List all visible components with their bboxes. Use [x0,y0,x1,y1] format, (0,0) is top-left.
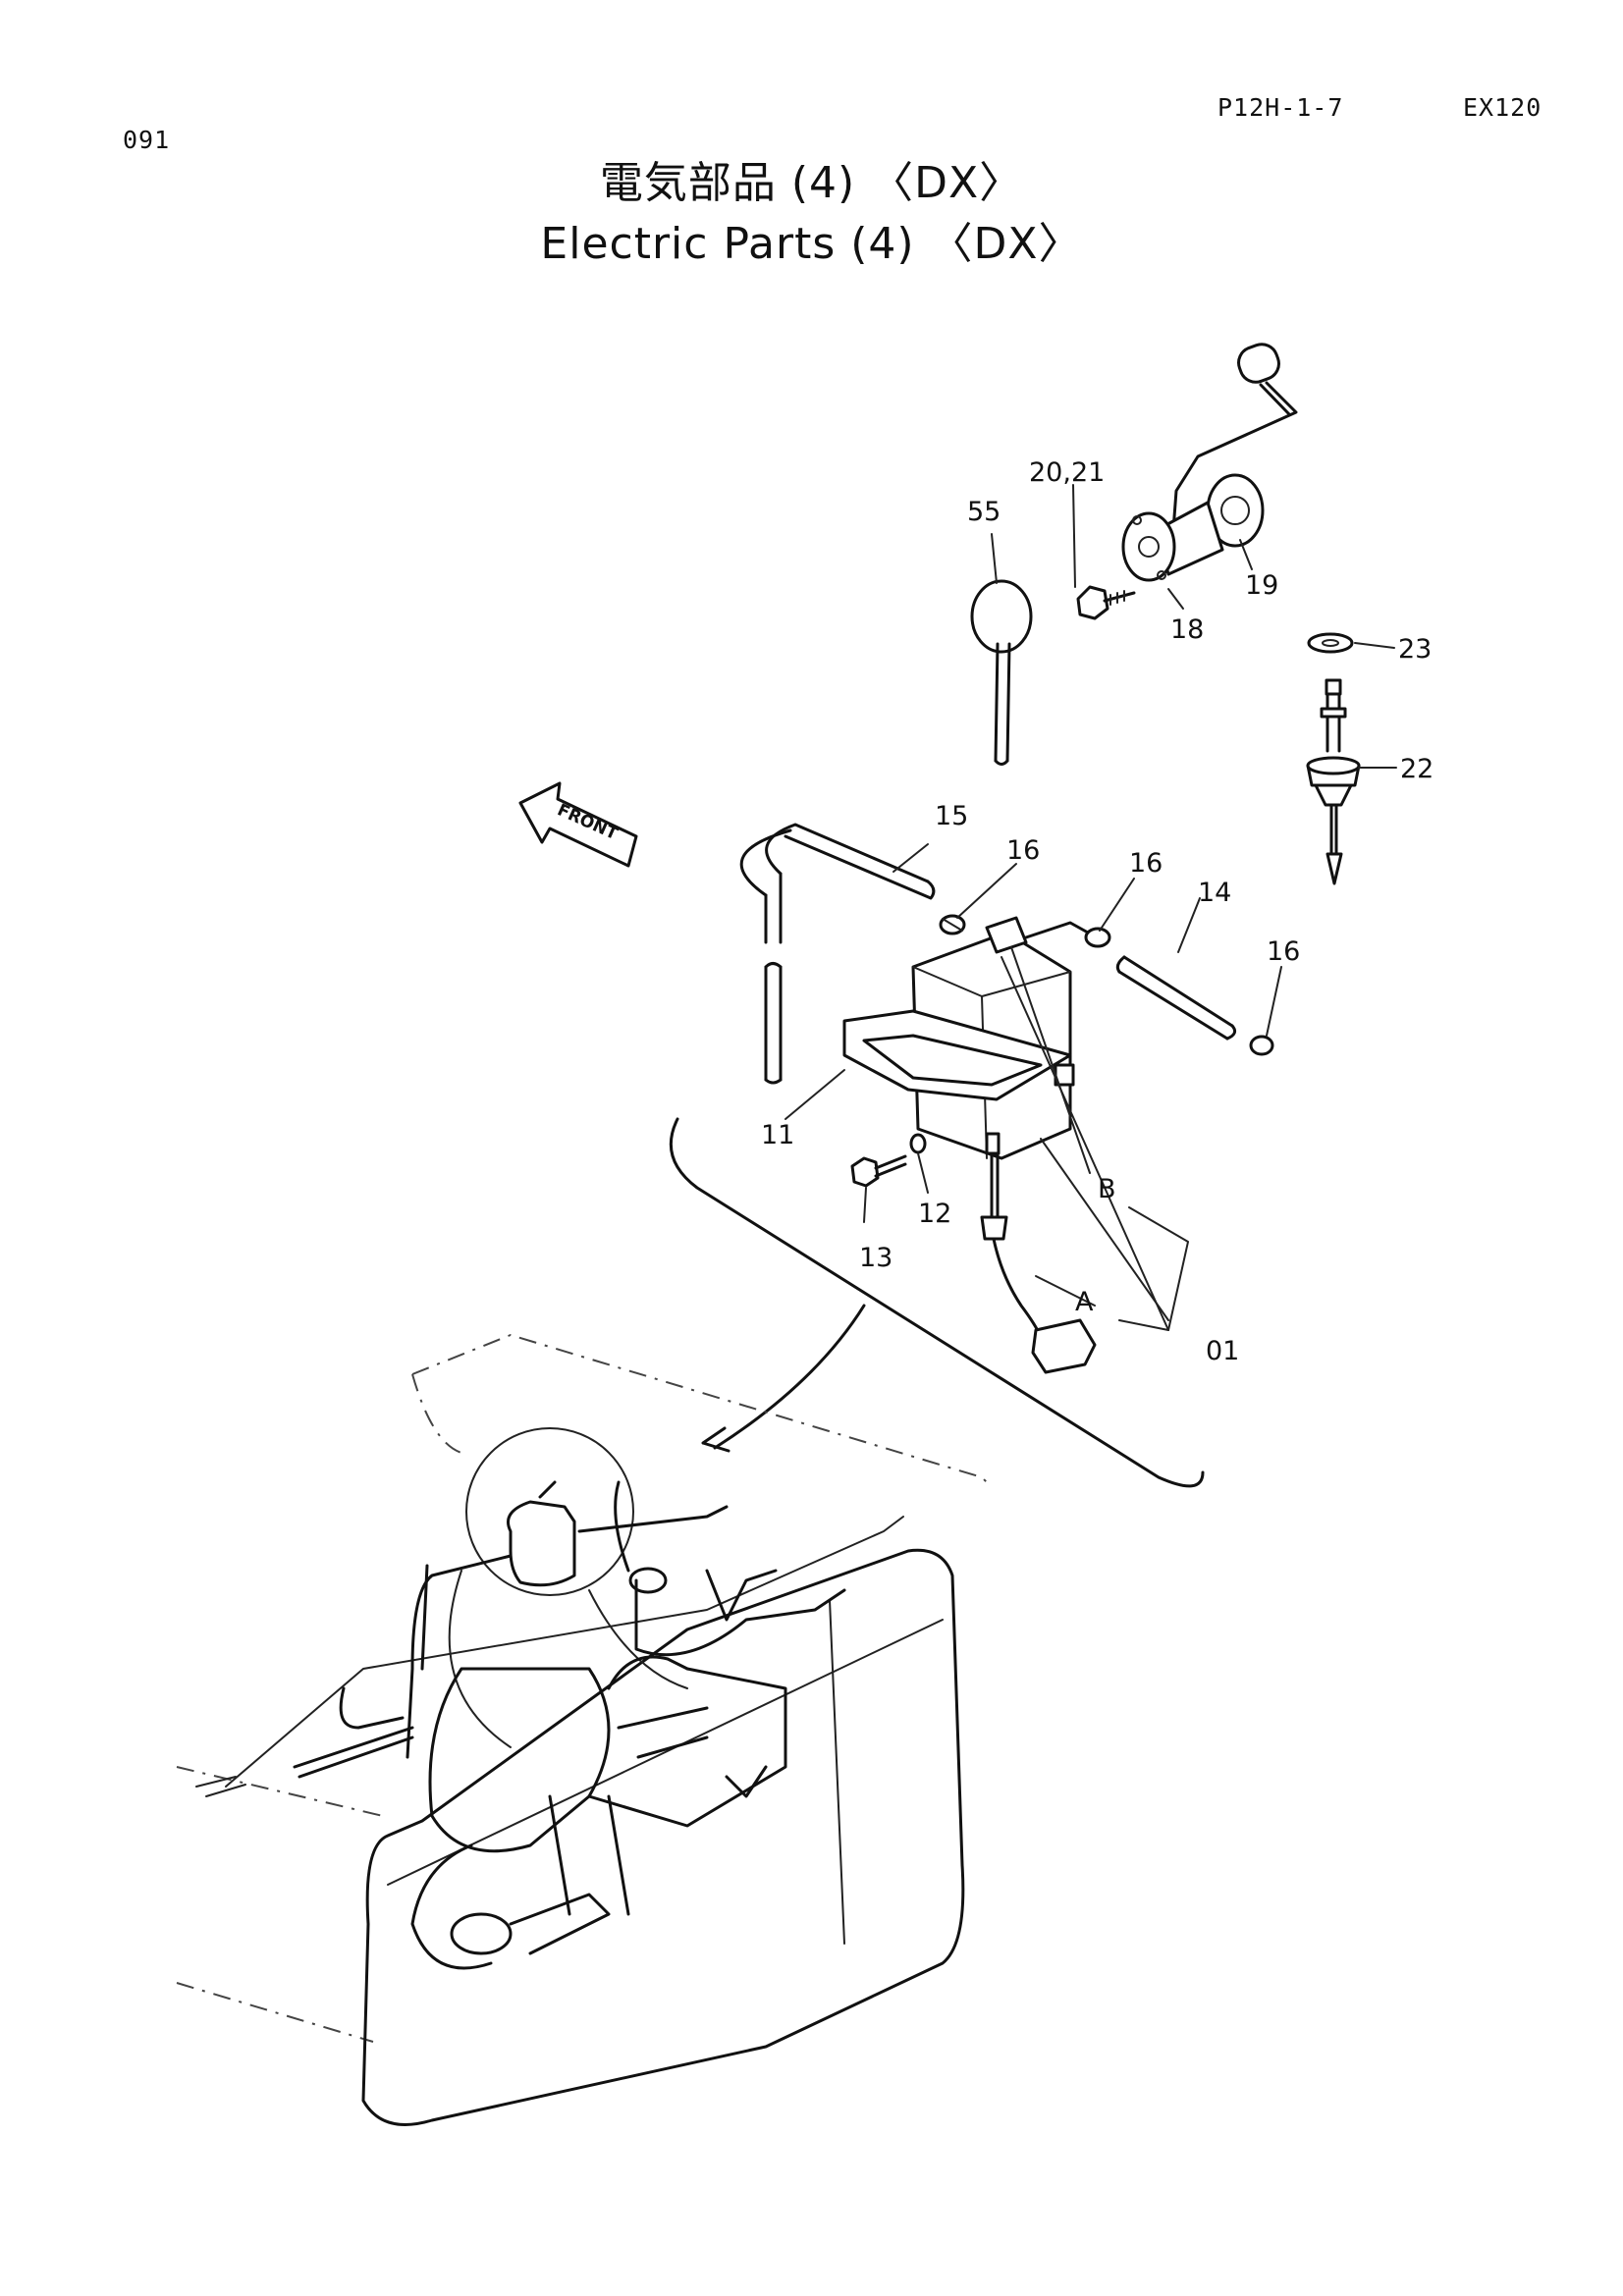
clamp-16b [1084,927,1111,948]
hose-15 [739,823,936,1085]
callout-23: 23 [1398,634,1432,665]
leader-lines [784,484,1397,1331]
callout-11: 11 [761,1120,794,1150]
callout-13: 13 [859,1243,893,1273]
callout-55: 55 [967,497,1001,527]
reserve-tank [842,916,1090,1160]
callout-19: 19 [1245,570,1278,601]
model-code: EX120 [1463,93,1542,122]
callout-01: 01 [1206,1336,1239,1366]
detail-bracket [669,1117,1205,1488]
clamp-16a [939,914,966,935]
machine-overview [176,1333,993,2126]
page-title-english: Electric Parts (4) 〈DX〉 [540,219,1083,269]
callout-16-c: 16 [1267,936,1300,967]
callout-B: B [1098,1174,1116,1204]
hose-14 [1115,955,1237,1041]
callout-16-b: 16 [1129,848,1163,879]
washer-12 [909,1133,927,1154]
bolt-13 [850,1154,907,1188]
callout-22: 22 [1400,754,1434,784]
clamp-16c [1249,1035,1274,1056]
fuel-sender-18-19 [1121,343,1298,582]
callout-16-a: 16 [1006,835,1040,866]
callout-12: 12 [918,1199,951,1229]
part-code: P12H-1-7 [1217,93,1344,122]
callout-labels: 20,21 55 19 18 23 22 15 16 16 14 16 11 B… [761,457,1434,1366]
callout-A: A [1075,1287,1094,1317]
front-arrow: FRONT [518,781,638,868]
callout-20-21: 20,21 [1029,457,1105,488]
page-number: 091 [123,126,171,154]
page-title-japanese: 電気部品 (4) 〈DX〉 [599,158,1024,208]
bolt-20-21 [1076,585,1136,620]
grommet-55 [970,579,1033,766]
washer-23 [1307,632,1354,654]
level-switch-A [980,1132,1097,1374]
sensor-22 [1306,678,1361,885]
callout-18: 18 [1170,614,1204,645]
callout-14: 14 [1198,878,1231,908]
callout-15: 15 [935,801,968,831]
